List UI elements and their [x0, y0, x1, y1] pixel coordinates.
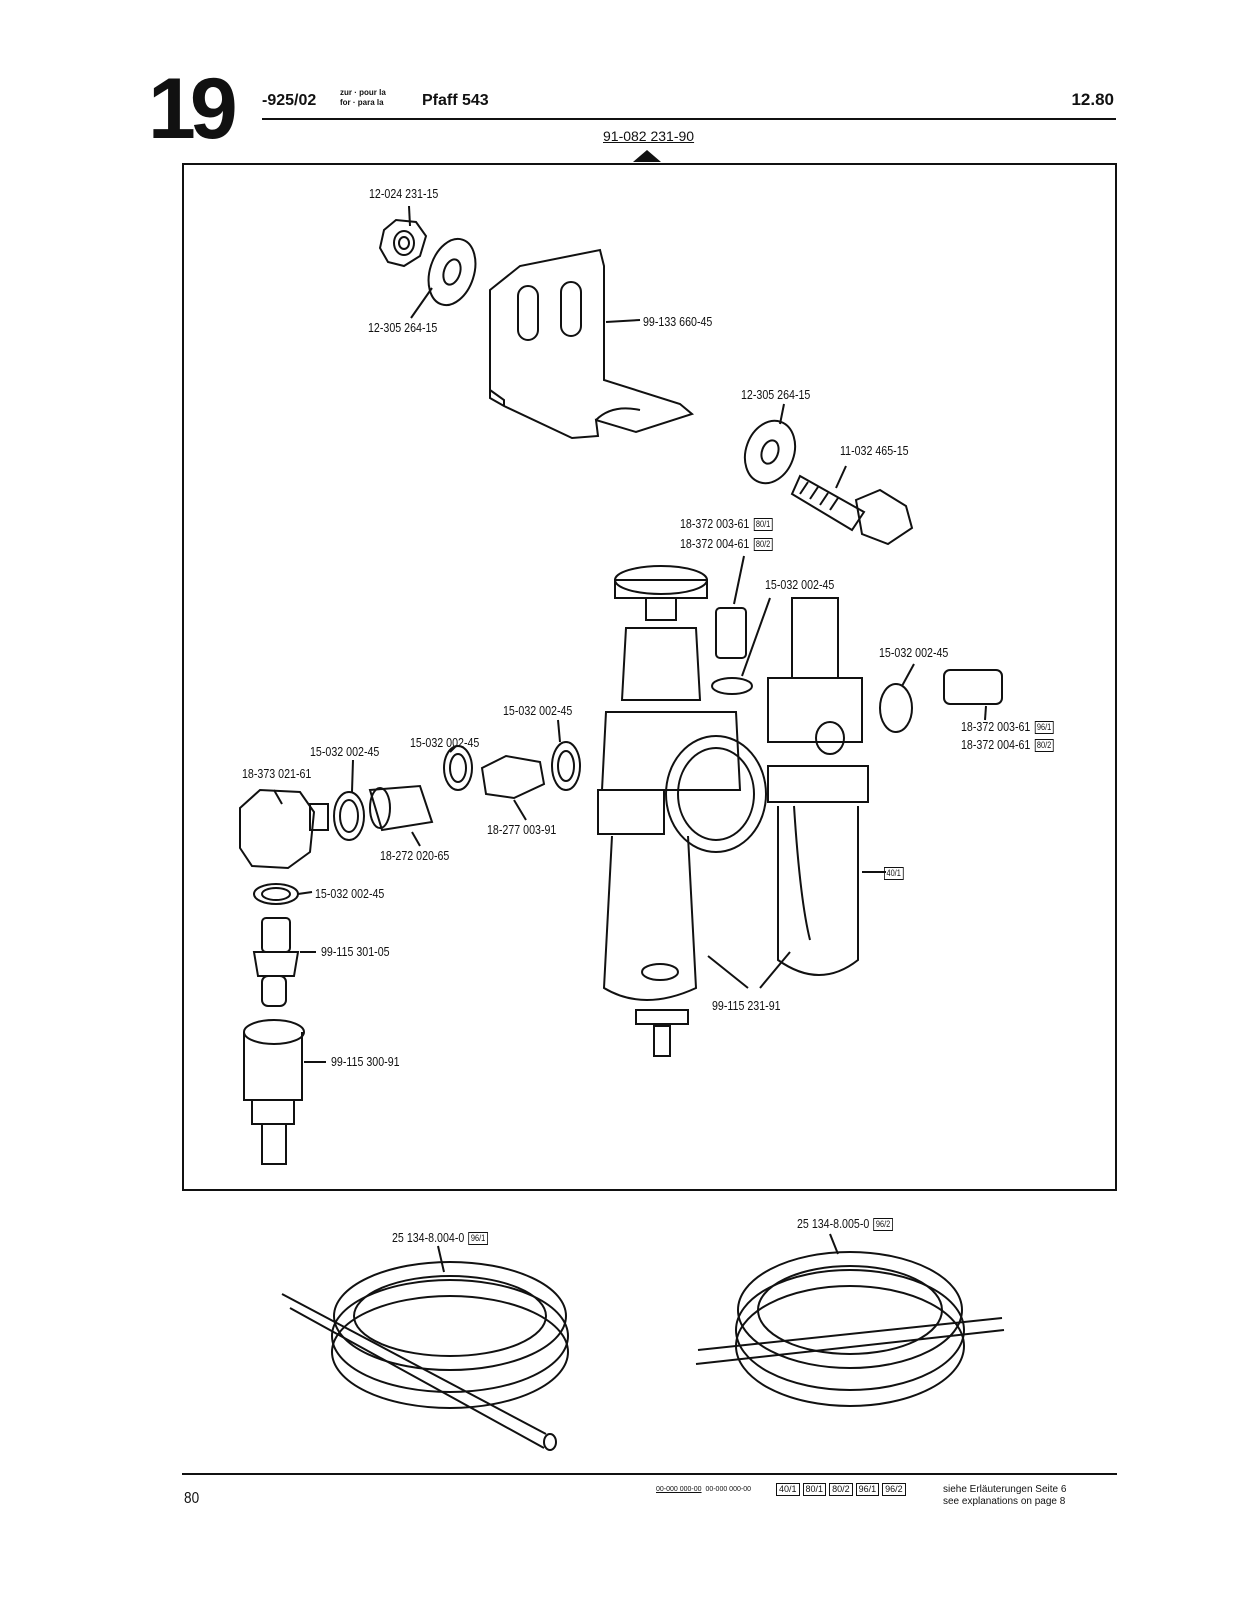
part-number: 18-372 004-61	[680, 536, 750, 551]
for-label-line1: zur · pour la	[340, 88, 386, 97]
hose-coil-icon	[695, 1251, 1005, 1407]
header-rule	[262, 118, 1116, 120]
pointer-triangle-icon	[633, 150, 661, 162]
quick-coupling-icon	[243, 1019, 305, 1165]
assembly-reference[interactable]: 91-082 231-90	[603, 128, 695, 144]
footer-code: 00-000 000-00	[705, 1486, 751, 1493]
machine-code: -925/02	[262, 92, 317, 109]
footer-page-number: 80	[184, 1490, 200, 1507]
part-label-seal-right[interactable]: 15-032 002-45	[879, 645, 949, 660]
footer-codes: 00-000 000-00 00-000 000-00	[656, 1486, 751, 1493]
part-label-lubricator-tag[interactable]: 40/1	[884, 865, 904, 881]
variant-tag: 80/2	[829, 1483, 853, 1496]
part-number: 18-372 003-61	[961, 719, 1031, 734]
footer-note-de: siehe Erläuterungen Seite 6	[943, 1484, 1067, 1495]
variant-tag: 96/2	[873, 1218, 893, 1231]
lubricator-icon	[767, 597, 869, 976]
part-label-plug[interactable]: 18-373 021-61	[242, 766, 312, 781]
part-number: 18-372 004-61	[961, 737, 1031, 752]
part-label-bolt[interactable]: 11-032 465-15	[840, 443, 909, 458]
hose-coil-icon	[281, 1261, 569, 1451]
variant-tag: 80/1	[753, 518, 773, 531]
variant-tag: 40/1	[776, 1483, 800, 1496]
for-label-line2: for · para la	[340, 98, 384, 107]
page-section-number: 19	[148, 61, 238, 157]
fitting-icon	[711, 607, 753, 695]
variant-tag: 80/2	[1034, 739, 1054, 752]
part-label-hose-nipple[interactable]: 99-115 301-05	[321, 944, 390, 959]
model-name: Pfaff 543	[422, 92, 489, 109]
part-label-seal-top[interactable]: 15-032 002-45	[765, 577, 835, 592]
variant-tag: 96/2	[882, 1483, 906, 1496]
seal-icon	[253, 883, 299, 905]
plug-icon	[239, 788, 329, 870]
part-label-seal-left[interactable]: 15-032 002-45	[310, 744, 380, 759]
mounting-bracket-icon	[489, 248, 695, 440]
part-label-seal-bottom[interactable]: 15-032 002-45	[315, 886, 385, 901]
part-label-washer-top[interactable]: 12-305 264-15	[368, 320, 438, 335]
washer-icon	[743, 419, 797, 485]
part-label-coupler[interactable]: 18-272 020-65	[380, 848, 450, 863]
variant-tag: 96/1	[855, 1483, 880, 1496]
for-label: zur · pour la for · para la	[340, 88, 386, 108]
bolt-icon	[790, 474, 914, 546]
part-label-seal-mid[interactable]: 15-032 002-45	[503, 703, 573, 718]
footer-rule	[182, 1473, 1117, 1475]
seal-icon	[551, 741, 581, 791]
part-label-bracket[interactable]: 99-133 660-45	[643, 314, 713, 329]
nut-icon	[378, 218, 428, 268]
part-label-quick-coupling[interactable]: 99-115 300-91	[331, 1054, 400, 1069]
coupler-icon	[368, 784, 434, 832]
diagram-frame	[182, 163, 1117, 1191]
seal-icon	[443, 745, 473, 791]
nipple-icon	[480, 754, 546, 800]
part-number: 25 134-8.005-0	[797, 1216, 870, 1231]
part-number: 18-372 003-61	[680, 516, 750, 531]
variant-tag: 80/2	[753, 538, 773, 551]
variant-tag: 40/1	[884, 867, 904, 880]
footer-note: siehe Erläuterungen Seite 6 see explanat…	[943, 1484, 1066, 1508]
footer-code: 00-000 000-00	[656, 1486, 702, 1493]
issue-date: 12.80	[1071, 90, 1114, 109]
part-label-seal-center[interactable]: 15-032 002-45	[410, 735, 480, 750]
part-label-washer-right[interactable]: 12-305 264-15	[741, 387, 811, 402]
part-number: 25 134-8.004-0	[392, 1230, 465, 1245]
filter-regulator-icon	[597, 565, 767, 1057]
fitting-icon	[879, 669, 1003, 733]
variant-tag: 96/1	[1034, 721, 1054, 734]
hose-nipple-icon	[252, 917, 300, 1007]
seal-icon	[333, 791, 365, 841]
washer-icon	[427, 237, 477, 307]
footer-note-en: see explanations on page 8	[943, 1496, 1066, 1507]
part-label-filter-unit[interactable]: 99-115 231-91	[712, 998, 781, 1013]
part-label-nut[interactable]: 12-024 231-15	[369, 186, 439, 201]
variant-tag: 80/1	[802, 1483, 827, 1496]
part-label-nipple[interactable]: 18-277 003-91	[487, 822, 557, 837]
variant-tag: 96/1	[468, 1232, 488, 1245]
